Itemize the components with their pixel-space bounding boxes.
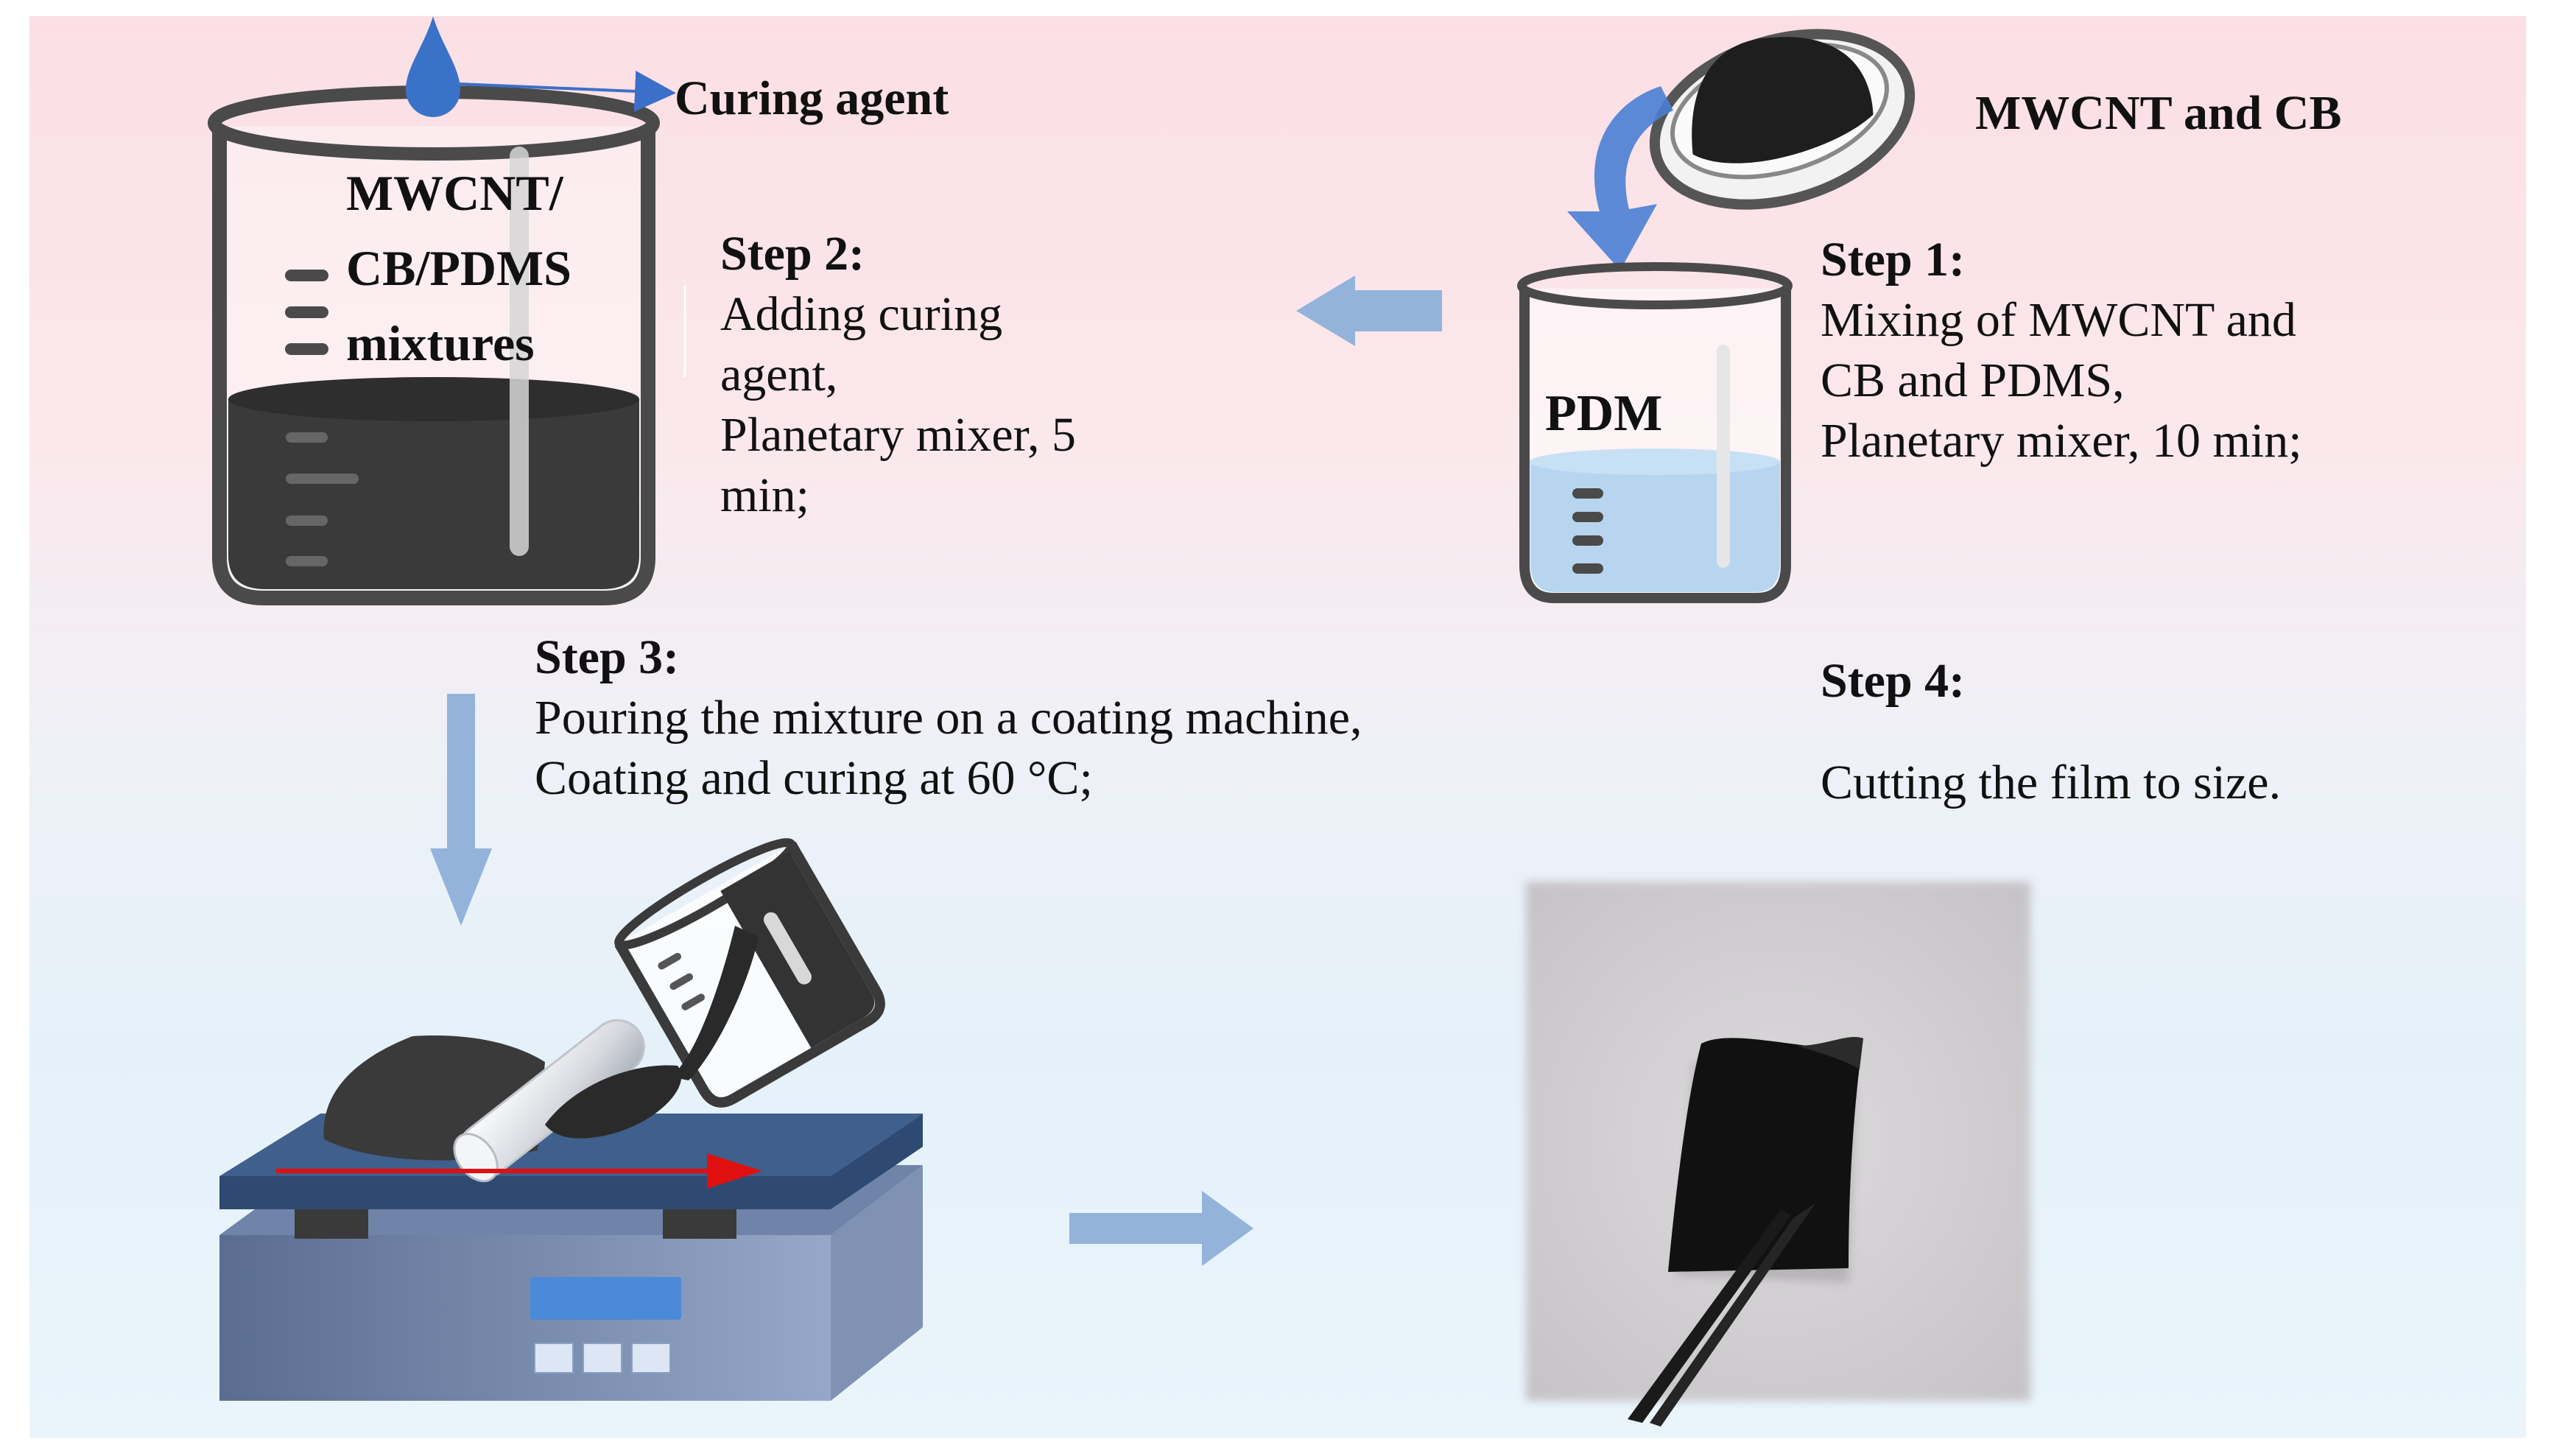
step-1-line: Planetary mixer, 10 min; <box>1821 414 2302 468</box>
mwcnt-cb-dish <box>1649 29 1916 210</box>
step-1-block: Step 1: Mixing of MWCNT and CB and PDMS,… <box>1821 230 2302 471</box>
pdms-beaker <box>1517 262 1793 603</box>
pour-arrow <box>1567 86 1673 270</box>
mwcnt-and-cb-label: MWCNT and CB <box>1975 86 2342 140</box>
coating-machine <box>219 1019 923 1401</box>
step-3-block: Step 3: Pouring the mixture on a coating… <box>535 627 1362 809</box>
pouring-beaker <box>614 838 885 1108</box>
step-4-block: Step 4: Cutting the film to size. <box>1821 651 2281 813</box>
cut-film-photo <box>1526 882 2030 1427</box>
step-2-line: Planetary mixer, 5 <box>720 408 1077 462</box>
step-4-title: Step 4: <box>1821 654 1966 708</box>
step-1-title: Step 1: <box>1821 233 1966 286</box>
mixture-beaker-label-line2: CB/PDMS <box>346 240 571 296</box>
mixture-beaker-label-line3: mixtures <box>346 315 535 371</box>
pdms-beaker-label: PDM <box>1545 385 1663 442</box>
flow-arrow-step1-to-step2 <box>1296 275 1442 346</box>
step-1-line: Mixing of MWCNT and <box>1821 293 2296 347</box>
step-3-line: Pouring the mixture on a coating machine… <box>535 691 1362 745</box>
diagram-graphics <box>208 16 2030 1427</box>
mixture-beaker-label-line1: MWCNT/ <box>346 165 563 221</box>
flow-arrow-step2-to-step3 <box>430 694 492 926</box>
step-3-title: Step 3: <box>535 630 680 684</box>
flow-arrow-step3-to-step4 <box>1069 1191 1253 1266</box>
step-2-line: agent, <box>720 348 838 401</box>
step-3-line: Coating and curing at 60 °C; <box>535 751 1093 805</box>
process-diagram: Curing agent MWCNT and CB MWCNT/ CB/PDMS… <box>29 16 2526 1438</box>
step-2-line: min; <box>720 468 810 522</box>
curing-agent-label: Curing agent <box>675 71 949 125</box>
step-2-title: Step 2: <box>720 227 865 281</box>
step-1-line: CB and PDMS, <box>1821 354 2125 407</box>
mixture-beaker <box>208 85 660 605</box>
step-2-block: Step 2: Adding curing agent, Planetary m… <box>720 224 1076 526</box>
curing-agent-drop <box>406 16 460 117</box>
step-2-line: Adding curing <box>720 287 1003 341</box>
curing-agent-arrow <box>459 71 676 112</box>
step-4-line: Cutting the film to size. <box>1821 756 2282 809</box>
